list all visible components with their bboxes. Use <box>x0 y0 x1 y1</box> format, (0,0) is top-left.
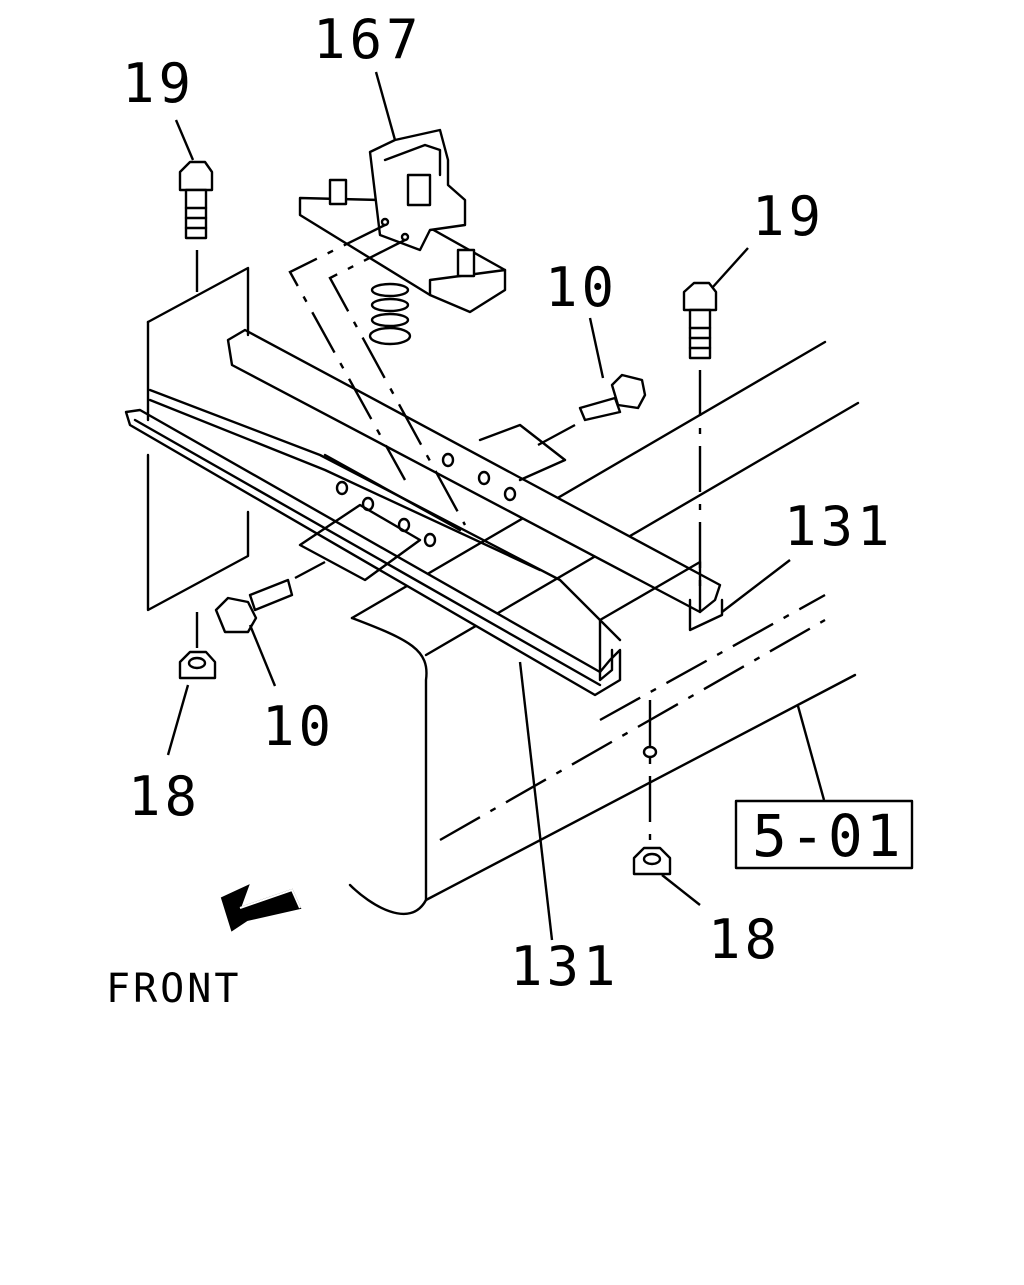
callout-nut-left: 18 <box>128 765 201 828</box>
gusset-plate-left <box>146 266 567 612</box>
callout-crossmember-bottom: 131 <box>510 935 620 998</box>
leader-lines <box>166 71 826 941</box>
callout-bolt-top-left: 19 <box>122 52 195 115</box>
bolt-top-left <box>178 160 214 292</box>
bolt-top-right <box>682 281 718 595</box>
callout-bolt-top-right: 19 <box>752 185 825 248</box>
nut-right <box>632 700 672 876</box>
callout-labels: 19 167 19 10 131 10 18 131 18 <box>122 8 894 998</box>
callout-bolt-mid-right: 10 <box>545 256 618 319</box>
reference-box-label: 5-01 <box>752 802 904 870</box>
callout-crossmember-right: 131 <box>784 495 894 558</box>
nut-left <box>178 612 217 680</box>
crossmember <box>124 328 724 697</box>
front-arrow-icon <box>220 884 302 932</box>
bolt-mid-right <box>537 373 647 447</box>
callout-nut-right: 18 <box>708 908 781 971</box>
bolt-mid-left <box>214 560 326 634</box>
callout-bolt-mid-left: 10 <box>262 695 335 758</box>
callout-bracket: 167 <box>313 8 423 71</box>
bracket <box>288 128 507 526</box>
front-label: FRONT <box>106 966 241 1012</box>
reference-box: 5-01 <box>734 799 914 870</box>
